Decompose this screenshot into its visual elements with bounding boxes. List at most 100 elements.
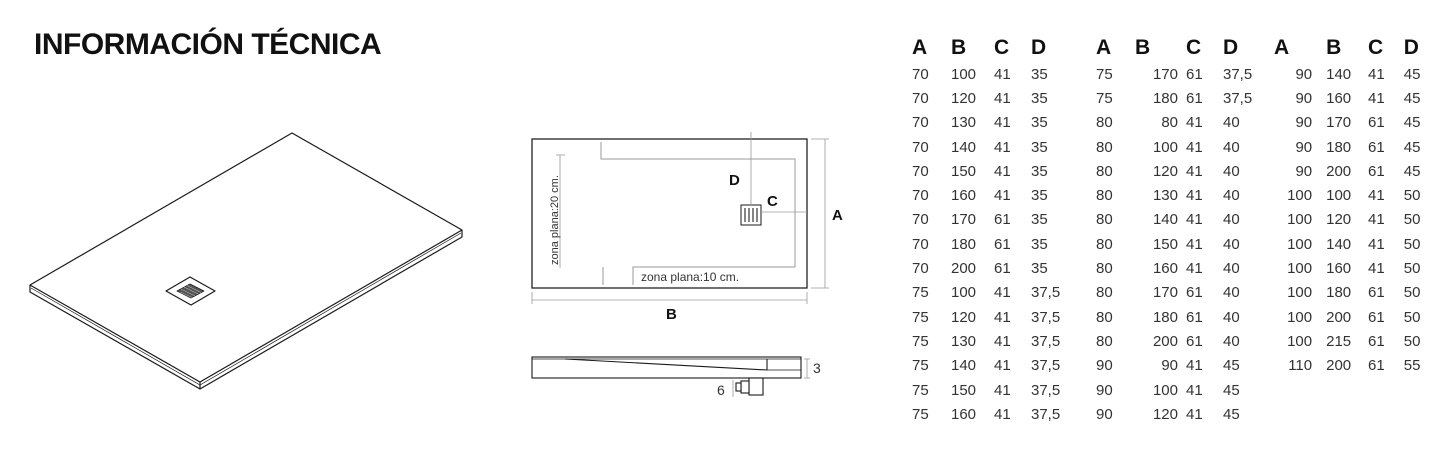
table-cell: 41 — [1368, 89, 1385, 107]
table-cell: 41 — [1186, 405, 1203, 423]
table-cell: 41 — [1186, 187, 1203, 205]
table-cell: 75 — [912, 284, 929, 302]
table-cell: 41 — [994, 89, 1011, 107]
table-cell: 90 — [1161, 357, 1178, 375]
column-header: B — [951, 36, 967, 59]
table-cell: 41 — [1186, 357, 1203, 375]
plan-view — [531, 132, 829, 304]
page-title: INFORMACIÓN TÉCNICA — [34, 28, 382, 61]
table-cell: 80 — [1161, 114, 1178, 132]
table-cell: 61 — [1368, 138, 1385, 156]
table-cell: 61 — [1186, 308, 1203, 326]
table-cell: 80 — [1096, 162, 1113, 180]
table-cell: 70 — [912, 89, 929, 107]
table-cell: 35 — [1031, 89, 1048, 107]
table-cell: 41 — [994, 332, 1011, 350]
table-cell: 61 — [1368, 162, 1385, 180]
table-cell: 100 — [1287, 284, 1313, 302]
table-cell: 80 — [1096, 235, 1113, 253]
table-cell: 180 — [951, 235, 977, 253]
table-cell: 35 — [1031, 187, 1048, 205]
table-cell: 200 — [1326, 357, 1352, 375]
column-header: B — [1135, 36, 1151, 59]
table-cell: 170 — [1326, 114, 1352, 132]
table-cell: 90 — [1295, 65, 1313, 83]
table-cell: 120 — [951, 308, 977, 326]
table-cell: 100 — [1152, 138, 1178, 156]
table-cell: 100 — [1287, 187, 1313, 205]
column-header: D — [1403, 36, 1419, 59]
column-header: C — [1186, 36, 1202, 59]
table-cell: 41 — [994, 114, 1011, 132]
table-cell: 50 — [1403, 284, 1421, 302]
table-cell: 40 — [1223, 187, 1240, 205]
table-cell: 80 — [1096, 114, 1113, 132]
table-cell: 35 — [1031, 162, 1048, 180]
table-cell: 61 — [1186, 332, 1203, 350]
table-cell: 41 — [994, 405, 1011, 423]
table-cell: 61 — [1368, 308, 1385, 326]
table-cell: 80 — [1096, 187, 1113, 205]
table-cell: 120 — [951, 89, 977, 107]
drain-grate-icon — [165, 276, 216, 306]
table-cell: 50 — [1403, 211, 1421, 229]
table-cell: 41 — [1186, 260, 1203, 278]
table-cell: 80 — [1096, 284, 1113, 302]
table-cell: 150 — [951, 381, 977, 399]
table-cell: 41 — [1186, 381, 1203, 399]
table-cell: 41 — [994, 284, 1011, 302]
dimension-c-label: C — [767, 193, 778, 210]
table-cell: 40 — [1223, 211, 1240, 229]
table-cell: 41 — [994, 65, 1011, 83]
table-cell: 41 — [994, 138, 1011, 156]
table-cell: 90 — [1295, 114, 1313, 132]
table-cell: 61 — [1368, 357, 1385, 375]
table-cell: 100 — [951, 65, 977, 83]
zona-plana-bottom-label: zona plana:10 cm. — [641, 270, 739, 284]
table-cell: 45 — [1403, 89, 1421, 107]
table-cell: 41 — [1368, 211, 1385, 229]
table-cell: 70 — [912, 65, 929, 83]
table-cell: 61 — [1186, 89, 1203, 107]
column-header: A — [1096, 36, 1112, 59]
table-cell: 180 — [1326, 138, 1352, 156]
table-cell: 41 — [994, 381, 1011, 399]
table-cell: 55 — [1403, 357, 1421, 375]
column-header: D — [1223, 36, 1239, 59]
table-cell: 200 — [1152, 332, 1178, 350]
table-cell: 170 — [1152, 284, 1178, 302]
table-cell: 45 — [1403, 138, 1421, 156]
table-cell: 140 — [951, 357, 977, 375]
table-cell: 200 — [1326, 162, 1352, 180]
table-cell: 215 — [1326, 332, 1352, 350]
dimension-6-label: 6 — [717, 382, 725, 398]
table-cell: 80 — [1096, 260, 1113, 278]
table-cell: 61 — [1368, 332, 1385, 350]
table-cell: 160 — [951, 405, 977, 423]
table-cell: 120 — [1152, 162, 1178, 180]
table-cell: 75 — [1096, 65, 1113, 83]
table-cell: 80 — [1096, 308, 1113, 326]
table-cell: 100 — [1287, 235, 1313, 253]
table-cell: 41 — [1368, 235, 1385, 253]
table-cell: 75 — [912, 405, 929, 423]
table-cell: 61 — [994, 235, 1011, 253]
table-cell: 37,5 — [1031, 405, 1061, 423]
table-cell: 37,5 — [1223, 65, 1253, 83]
dimension-3-label: 3 — [813, 360, 821, 376]
table-row: 70 120 41 35 — [912, 86, 1076, 110]
